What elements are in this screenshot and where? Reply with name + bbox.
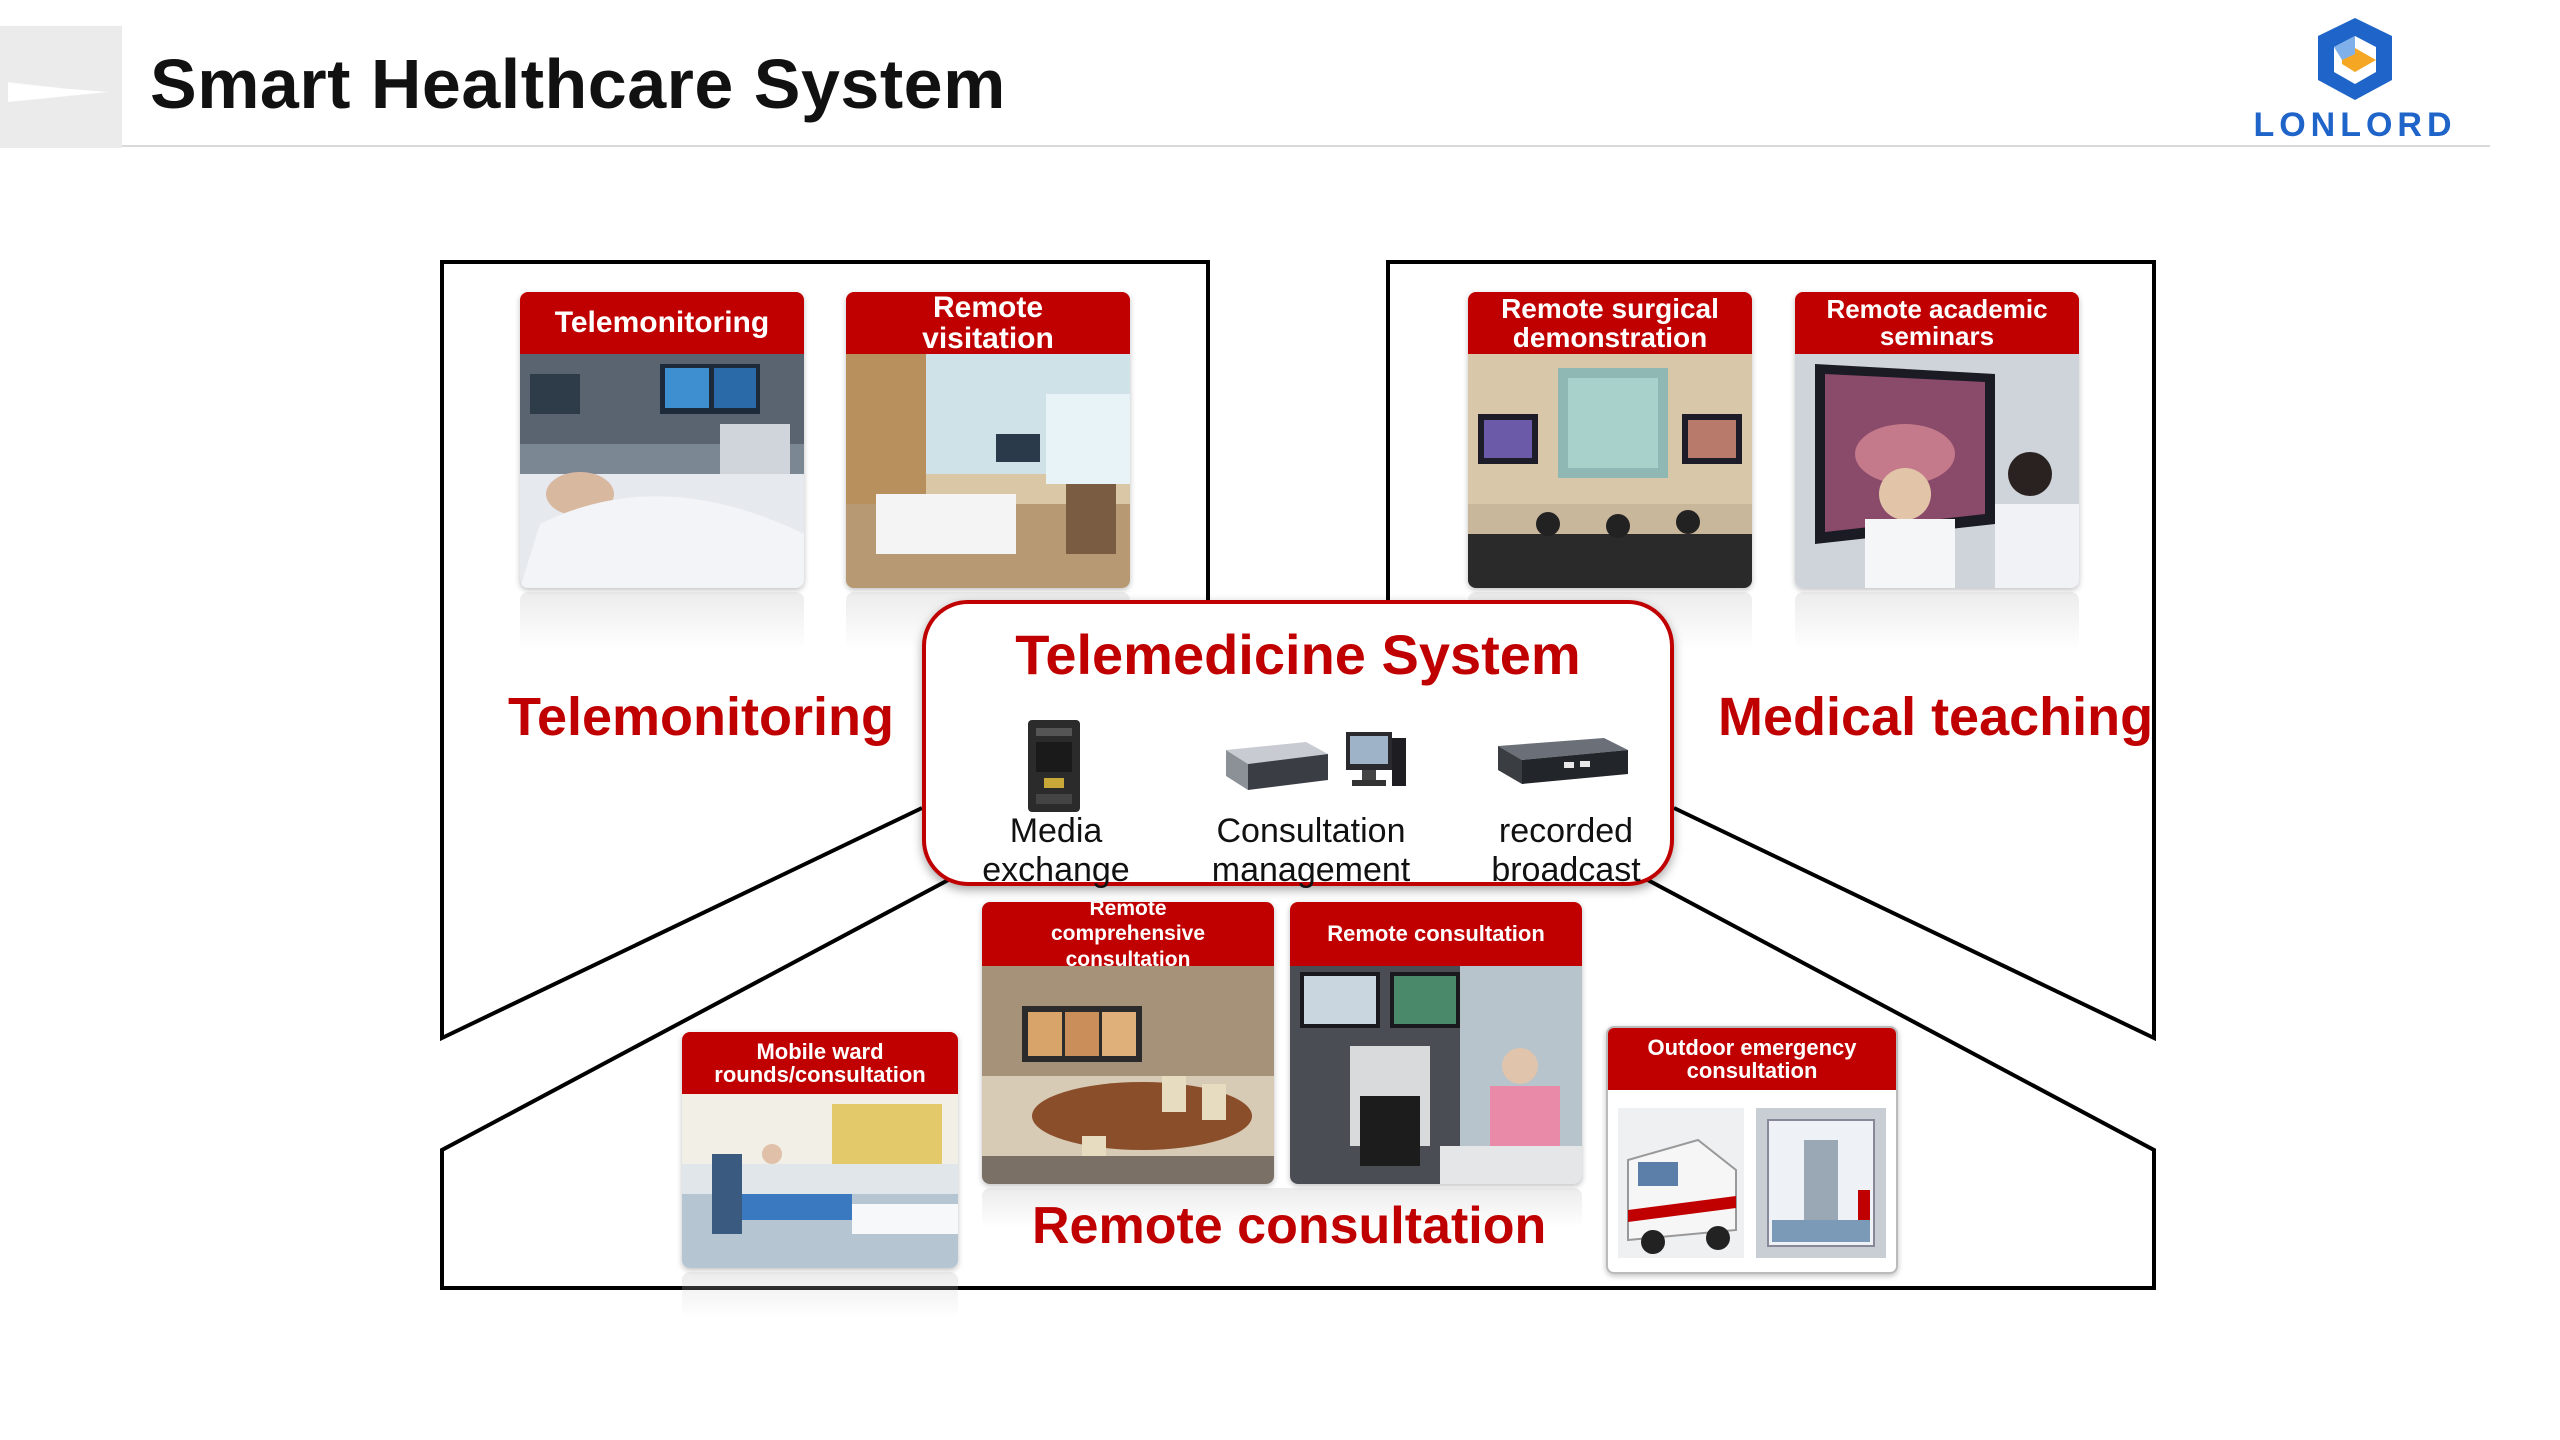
remote-surgical-card: Remote surgical demonstration	[1468, 292, 1752, 588]
card-title-line: consultation	[1686, 1058, 1818, 1083]
card-title-line: seminars	[1879, 321, 1995, 351]
telemedicine-system-box: Telemedicine System Media exchange Consu…	[922, 600, 1674, 889]
media-server-icon	[1028, 720, 1080, 812]
medical-teaching-label: Medical teaching	[1718, 687, 2154, 747]
company-logo: LONLORD	[2230, 14, 2480, 144]
card-title-line: Remote	[1089, 902, 1167, 921]
lecture-hall-photo	[1468, 354, 1752, 588]
telemonitoring-label: Telemonitoring	[508, 687, 894, 747]
icu-bed-photo	[520, 354, 804, 588]
telemedicine-title: Telemedicine System	[1015, 623, 1581, 686]
remote-consultation-card: Remote consultation	[1290, 902, 1582, 1184]
card-title-line: rounds/consultation	[714, 1062, 926, 1087]
card-reflection	[520, 592, 804, 650]
card-reflection	[682, 1272, 958, 1318]
device-label-consultation: Consultation management	[1211, 812, 1411, 890]
header-divider	[122, 145, 2490, 147]
arrow-icon	[8, 82, 108, 102]
consultation-cart-photo	[1290, 966, 1582, 1184]
device-label-recorded: recorded broadcast	[1491, 812, 1641, 890]
card-reflection	[982, 1188, 1582, 1228]
card-title-line: Outdoor emergency	[1647, 1034, 1857, 1060]
card-title: Telemonitoring	[520, 292, 804, 354]
remote-visitation-card: Remote visitation	[846, 292, 1130, 588]
card-title-line: visitation	[922, 322, 1054, 355]
ambulance-photo	[1618, 1108, 1886, 1258]
card-title-line: Mobile ward	[756, 1038, 884, 1064]
remote-academic-card: Remote academic seminars	[1795, 292, 2079, 588]
doctors-screen-photo	[1795, 354, 2079, 588]
header-tab	[0, 26, 122, 148]
card-title-line: consultation	[1065, 947, 1191, 971]
mobile-ward-card: Mobile ward rounds/consultation	[682, 1032, 958, 1268]
card-title: Remote consultation	[1290, 902, 1582, 966]
meeting-room-photo	[982, 966, 1274, 1184]
page-title: Smart Healthcare System	[150, 45, 1006, 123]
bottom-region-outline	[440, 876, 2156, 1290]
device-label-media: Media exchange	[982, 812, 1130, 890]
remote-consultation-label: Remote consultation	[1032, 1197, 1547, 1255]
logo-cube-icon	[2318, 18, 2392, 100]
card-title-line: comprehensive	[1050, 922, 1206, 946]
outdoor-emergency-card: Outdoor emergency consultation	[1606, 1026, 1898, 1274]
ward-photo	[682, 1094, 958, 1268]
card-reflection	[1795, 592, 2079, 650]
telemonitoring-card: Telemonitoring	[520, 292, 804, 588]
left-region-outline	[440, 260, 1210, 1042]
right-region-outline	[1386, 260, 2156, 1042]
card-title-line: demonstration	[1512, 322, 1708, 353]
hospital-room-photo	[846, 354, 1130, 588]
remote-comprehensive-card: Remote comprehensive consultation	[982, 902, 1274, 1184]
card-title-line: Remote surgical	[1501, 292, 1719, 324]
card-title-line: Remote	[932, 292, 1044, 324]
server-computer-icon	[1226, 732, 1406, 790]
card-title-line: Remote academic	[1826, 293, 2048, 324]
logo-text: LONLORD	[2253, 106, 2457, 144]
recorder-box-icon	[1498, 738, 1628, 784]
